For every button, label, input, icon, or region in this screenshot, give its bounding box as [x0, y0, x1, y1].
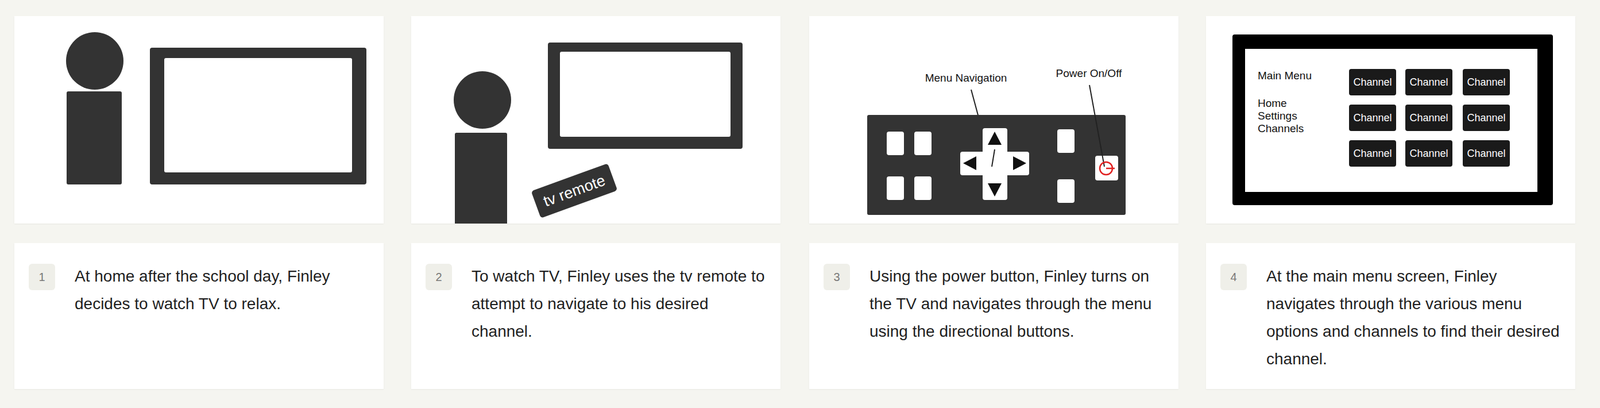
- person-head: [66, 32, 124, 90]
- channel-button: Channel: [1405, 68, 1452, 96]
- menu-heading: Main Menu: [1257, 69, 1312, 83]
- image-card: [14, 16, 384, 224]
- channel-label: Channel: [1409, 111, 1448, 125]
- remote-button: [1057, 179, 1075, 203]
- remote-button: [886, 131, 904, 156]
- step-number: 2: [425, 263, 452, 291]
- callout-label: Power On/Off: [1054, 67, 1124, 80]
- arrow-up: [987, 131, 1002, 145]
- channel-button: Channel: [1462, 140, 1510, 167]
- caption-text: To watch TV, Finley uses the tv remote t…: [471, 262, 771, 346]
- channel-label: Channel: [1353, 76, 1392, 89]
- menu-item: Home: [1257, 97, 1288, 110]
- tv-remote: tv remote: [531, 163, 618, 219]
- tv-screen: Main MenuHomeSettingsChannelsChannelChan…: [1232, 34, 1553, 206]
- arrow-left: [963, 156, 977, 170]
- channel-button: Channel: [1349, 140, 1396, 167]
- arrow-down: [987, 183, 1002, 197]
- remote-button: [886, 176, 904, 200]
- caption-card: 2 To watch TV, Finley uses the tv remote …: [411, 242, 781, 389]
- channel-button: Channel: [1462, 104, 1510, 131]
- channel-button: Channel: [1405, 104, 1452, 131]
- leader-line: [1089, 84, 1105, 167]
- dpad-horizontal: [960, 151, 1030, 176]
- power-icon: [1106, 167, 1115, 170]
- channel-label: Channel: [1353, 111, 1392, 125]
- person-body: [66, 91, 122, 185]
- caption-text: At the main menu screen, Finley navigate…: [1266, 262, 1565, 373]
- caption-card: 4 At the main menu screen, Finley navigat…: [1206, 242, 1576, 389]
- channel-button: Channel: [1405, 140, 1452, 167]
- tv-screen: [164, 58, 353, 173]
- step-number: 1: [28, 263, 56, 291]
- illustration: [14, 16, 384, 224]
- menu-item: Channels: [1257, 122, 1304, 135]
- step-number: 3: [823, 263, 850, 291]
- caption-text: Using the power button, Finley turns on …: [869, 262, 1169, 346]
- caption-card: 1 At home after the school day, Finley de…: [14, 242, 384, 389]
- channel-button: Channel: [1349, 68, 1396, 96]
- channel-label: Channel: [1466, 76, 1506, 89]
- menu-item: Settings: [1257, 109, 1298, 123]
- remote-body: [867, 114, 1126, 215]
- tv-screen: [559, 51, 731, 137]
- tv-frame: [149, 47, 367, 185]
- remote-button: [914, 176, 932, 200]
- channel-label: Channel: [1409, 76, 1448, 89]
- caption-card: 3 Using the power button, Finley turns on…: [809, 242, 1179, 389]
- image-card: Main MenuHomeSettingsChannelsChannelChan…: [1206, 16, 1576, 224]
- caption-text: At home after the school day, Finley dec…: [74, 262, 374, 318]
- illustration: [809, 16, 1179, 224]
- person-head: [453, 71, 512, 129]
- power-button: [1095, 155, 1119, 181]
- leader-line: [991, 149, 995, 167]
- tv-frame: [547, 42, 743, 149]
- person-body: [454, 132, 508, 224]
- channel-button: Channel: [1462, 68, 1510, 96]
- remote-button: [1057, 129, 1075, 153]
- image-card: Menu Navigation Power On/Off: [809, 16, 1179, 224]
- callout-label: Menu Navigation: [924, 71, 1009, 85]
- image-card: tv remote: [411, 16, 781, 224]
- channel-button: Channel: [1349, 104, 1396, 131]
- step-number: 4: [1220, 263, 1247, 291]
- channel-label: Channel: [1466, 111, 1506, 125]
- remote-button: [914, 131, 932, 156]
- channel-label: Channel: [1353, 147, 1392, 160]
- channel-label: Channel: [1466, 147, 1506, 160]
- channel-label: Channel: [1409, 147, 1448, 160]
- arrow-right: [1013, 156, 1027, 170]
- remote-label: tv remote: [540, 171, 608, 211]
